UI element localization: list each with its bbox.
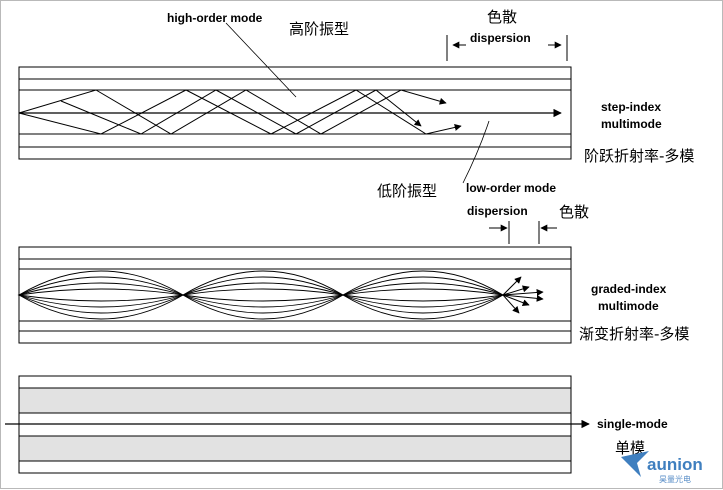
high-order-ray-2 [18, 89, 462, 135]
step-index-fiber [18, 22, 572, 184]
high-order-mode-label-cn: 高阶振型 [289, 20, 349, 38]
step-dispersion-label: dispersion [470, 31, 531, 45]
step-dispersion-label-cn: 色散 [487, 8, 517, 26]
single-mode-cladding-top [18, 387, 572, 414]
graded-index-title-1: graded-index [591, 282, 667, 296]
low-order-mode-label-cn: 低阶振型 [377, 182, 437, 200]
graded-index-fiber [17, 246, 572, 344]
step-index-title-1: step-index [601, 100, 661, 114]
logo-subtext: 昊量光电 [659, 474, 691, 484]
step-index-title-2: multimode [601, 117, 662, 131]
high-order-mode-label: high-order mode [167, 11, 263, 25]
logo-text: aunion [647, 455, 703, 474]
graded-index-cladding [18, 258, 572, 332]
graded-dispersion-label: dispersion [467, 204, 528, 218]
graded-index-exit-arrows [502, 276, 544, 314]
high-order-leader [225, 22, 297, 98]
single-mode-fiber [5, 375, 590, 474]
high-order-ray-1 [18, 89, 447, 135]
logo-mark-icon [621, 451, 649, 477]
low-order-mode-label: low-order mode [466, 181, 556, 195]
low-order-leader [462, 120, 490, 184]
step-index-title-cn: 阶跃折射率-多模 [584, 147, 694, 165]
graded-index-title-2: multimode [598, 299, 659, 313]
graded-index-title-cn: 渐变折射率-多模 [579, 325, 689, 343]
graded-dispersion-label-cn: 色散 [559, 203, 589, 221]
graded-dispersion-bracket [489, 221, 557, 244]
aunion-logo: aunion 昊量光电 [621, 451, 703, 484]
high-order-ray-3 [60, 89, 422, 135]
single-mode-cladding-bottom [18, 435, 572, 462]
single-mode-title: single-mode [597, 417, 668, 431]
graded-index-rays [17, 270, 505, 320]
single-mode-title-cn: 单模 [615, 439, 645, 457]
